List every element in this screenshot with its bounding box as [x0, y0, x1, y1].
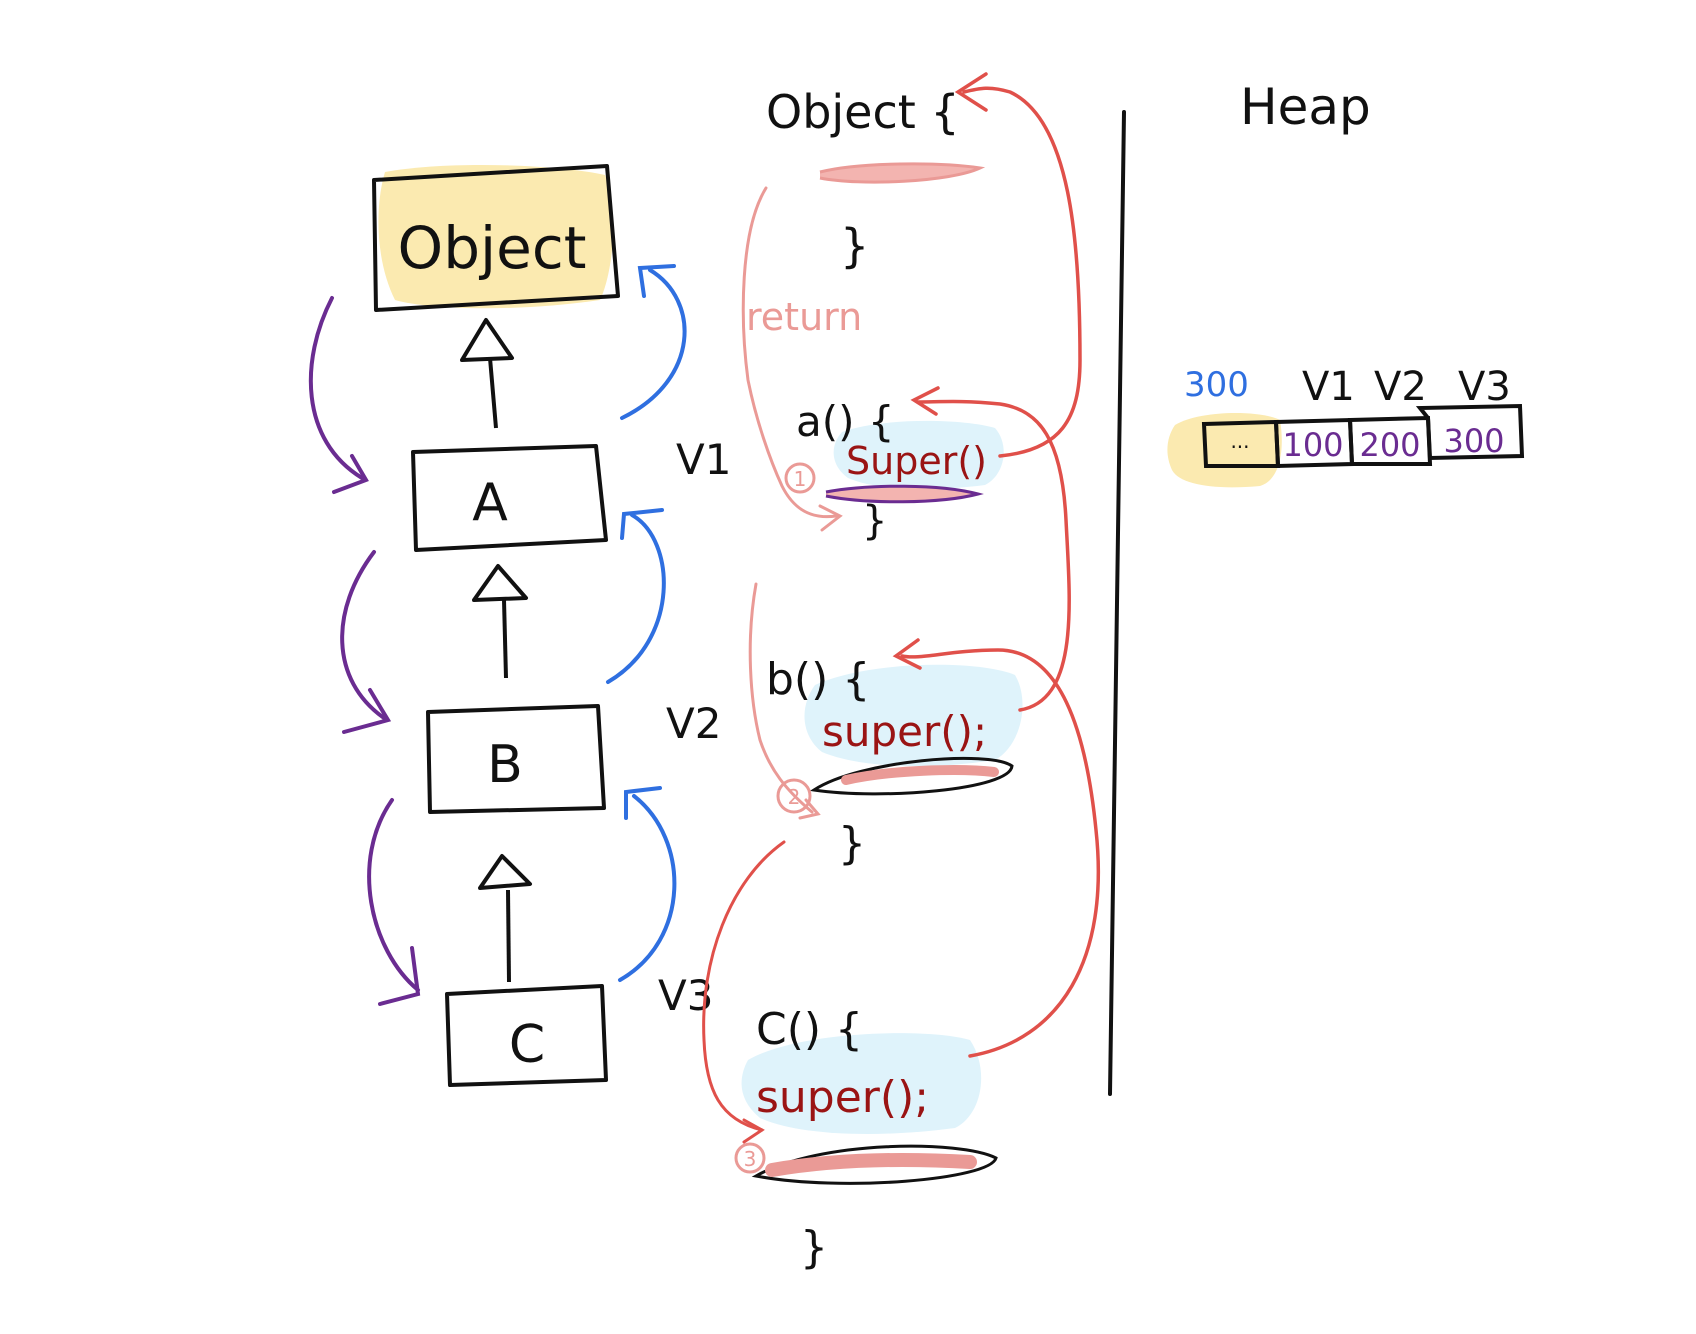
heap-col-v1: V1 [1302, 364, 1355, 410]
blue-arrow-c-b [618, 786, 677, 982]
step-3-marker: 3 [734, 1142, 766, 1174]
red-call-b-to-a [910, 386, 1071, 712]
svg-text:3: 3 [744, 1147, 757, 1171]
purple-arrow-a-b [340, 550, 392, 734]
class-a-label: A [472, 473, 508, 533]
c-scribble [751, 1144, 998, 1185]
blue-arrow-b-a [606, 508, 666, 684]
a-code-head: a() { [796, 397, 895, 446]
b-code-head: b() { [766, 654, 870, 705]
c-super-highlight [741, 1033, 982, 1134]
pink-return-b-to-c [702, 840, 786, 1144]
heap-header-highlight [1167, 413, 1282, 488]
heap-col-v3: V3 [1458, 364, 1511, 410]
heap-column-headers: V1 V2 V3 [1302, 364, 1511, 410]
c-scribble-fill [765, 1153, 977, 1177]
b-super-highlight [804, 664, 1023, 767]
a-code-close: } [862, 498, 887, 544]
heap-header-cell: ... [1230, 429, 1249, 453]
return-label: return [746, 295, 862, 339]
object-code-head: Object { [766, 85, 960, 139]
class-object-node: Object [372, 164, 620, 312]
object-highlight [378, 164, 614, 309]
a-super-highlight [833, 420, 1004, 490]
step-1-marker: 1 [784, 462, 816, 494]
class-c-label: C [509, 1015, 545, 1075]
heap-value-v2: 200 [1359, 426, 1420, 464]
red-call-a-to-object [954, 72, 1082, 458]
a-scribble [825, 484, 984, 504]
heap-value-v3: 300 [1443, 422, 1504, 460]
heap-address: 300 [1184, 365, 1249, 405]
heap-title: Heap [1240, 78, 1371, 136]
svg-text:1: 1 [794, 467, 807, 491]
b-super-call: super(); [822, 707, 987, 756]
pink-return-object-to-a [741, 186, 843, 532]
class-a-node: A [411, 444, 608, 552]
b-scribble-fill [841, 765, 999, 785]
blue-arrow-a-object [620, 264, 687, 420]
a-super-call: Super() [846, 439, 987, 483]
pink-return-a-to-b [748, 582, 821, 820]
class-b-label: B [487, 735, 523, 795]
heap-object-block: ... 100 200 300 [1201, 403, 1525, 469]
heap-col-v2: V2 [1374, 364, 1427, 410]
label-v1: V1 [676, 435, 731, 484]
purple-arrow-object-a [308, 296, 369, 494]
inherit-arrow-b-a [472, 564, 528, 679]
c-code-head: C() { [756, 1004, 863, 1055]
b-scribble [809, 756, 1014, 796]
stack-heap-divider [1108, 110, 1126, 1096]
label-v2: V2 [666, 699, 721, 748]
class-b-node: B [426, 704, 606, 814]
class-object-label: Object [398, 214, 587, 282]
b-code-close: } [838, 818, 866, 869]
object-code-close: } [840, 219, 869, 273]
object-scribble [819, 162, 986, 184]
c-super-call: super(); [756, 1072, 929, 1123]
inherit-arrow-a-object [460, 318, 514, 429]
inherit-arrow-c-b [478, 854, 532, 983]
red-call-c-to-b [892, 638, 1101, 1058]
c-code-close: } [800, 1222, 828, 1273]
class-c-node: C [445, 984, 608, 1087]
purple-arrow-b-c [367, 798, 421, 1006]
heap-value-v1: 100 [1282, 426, 1343, 464]
